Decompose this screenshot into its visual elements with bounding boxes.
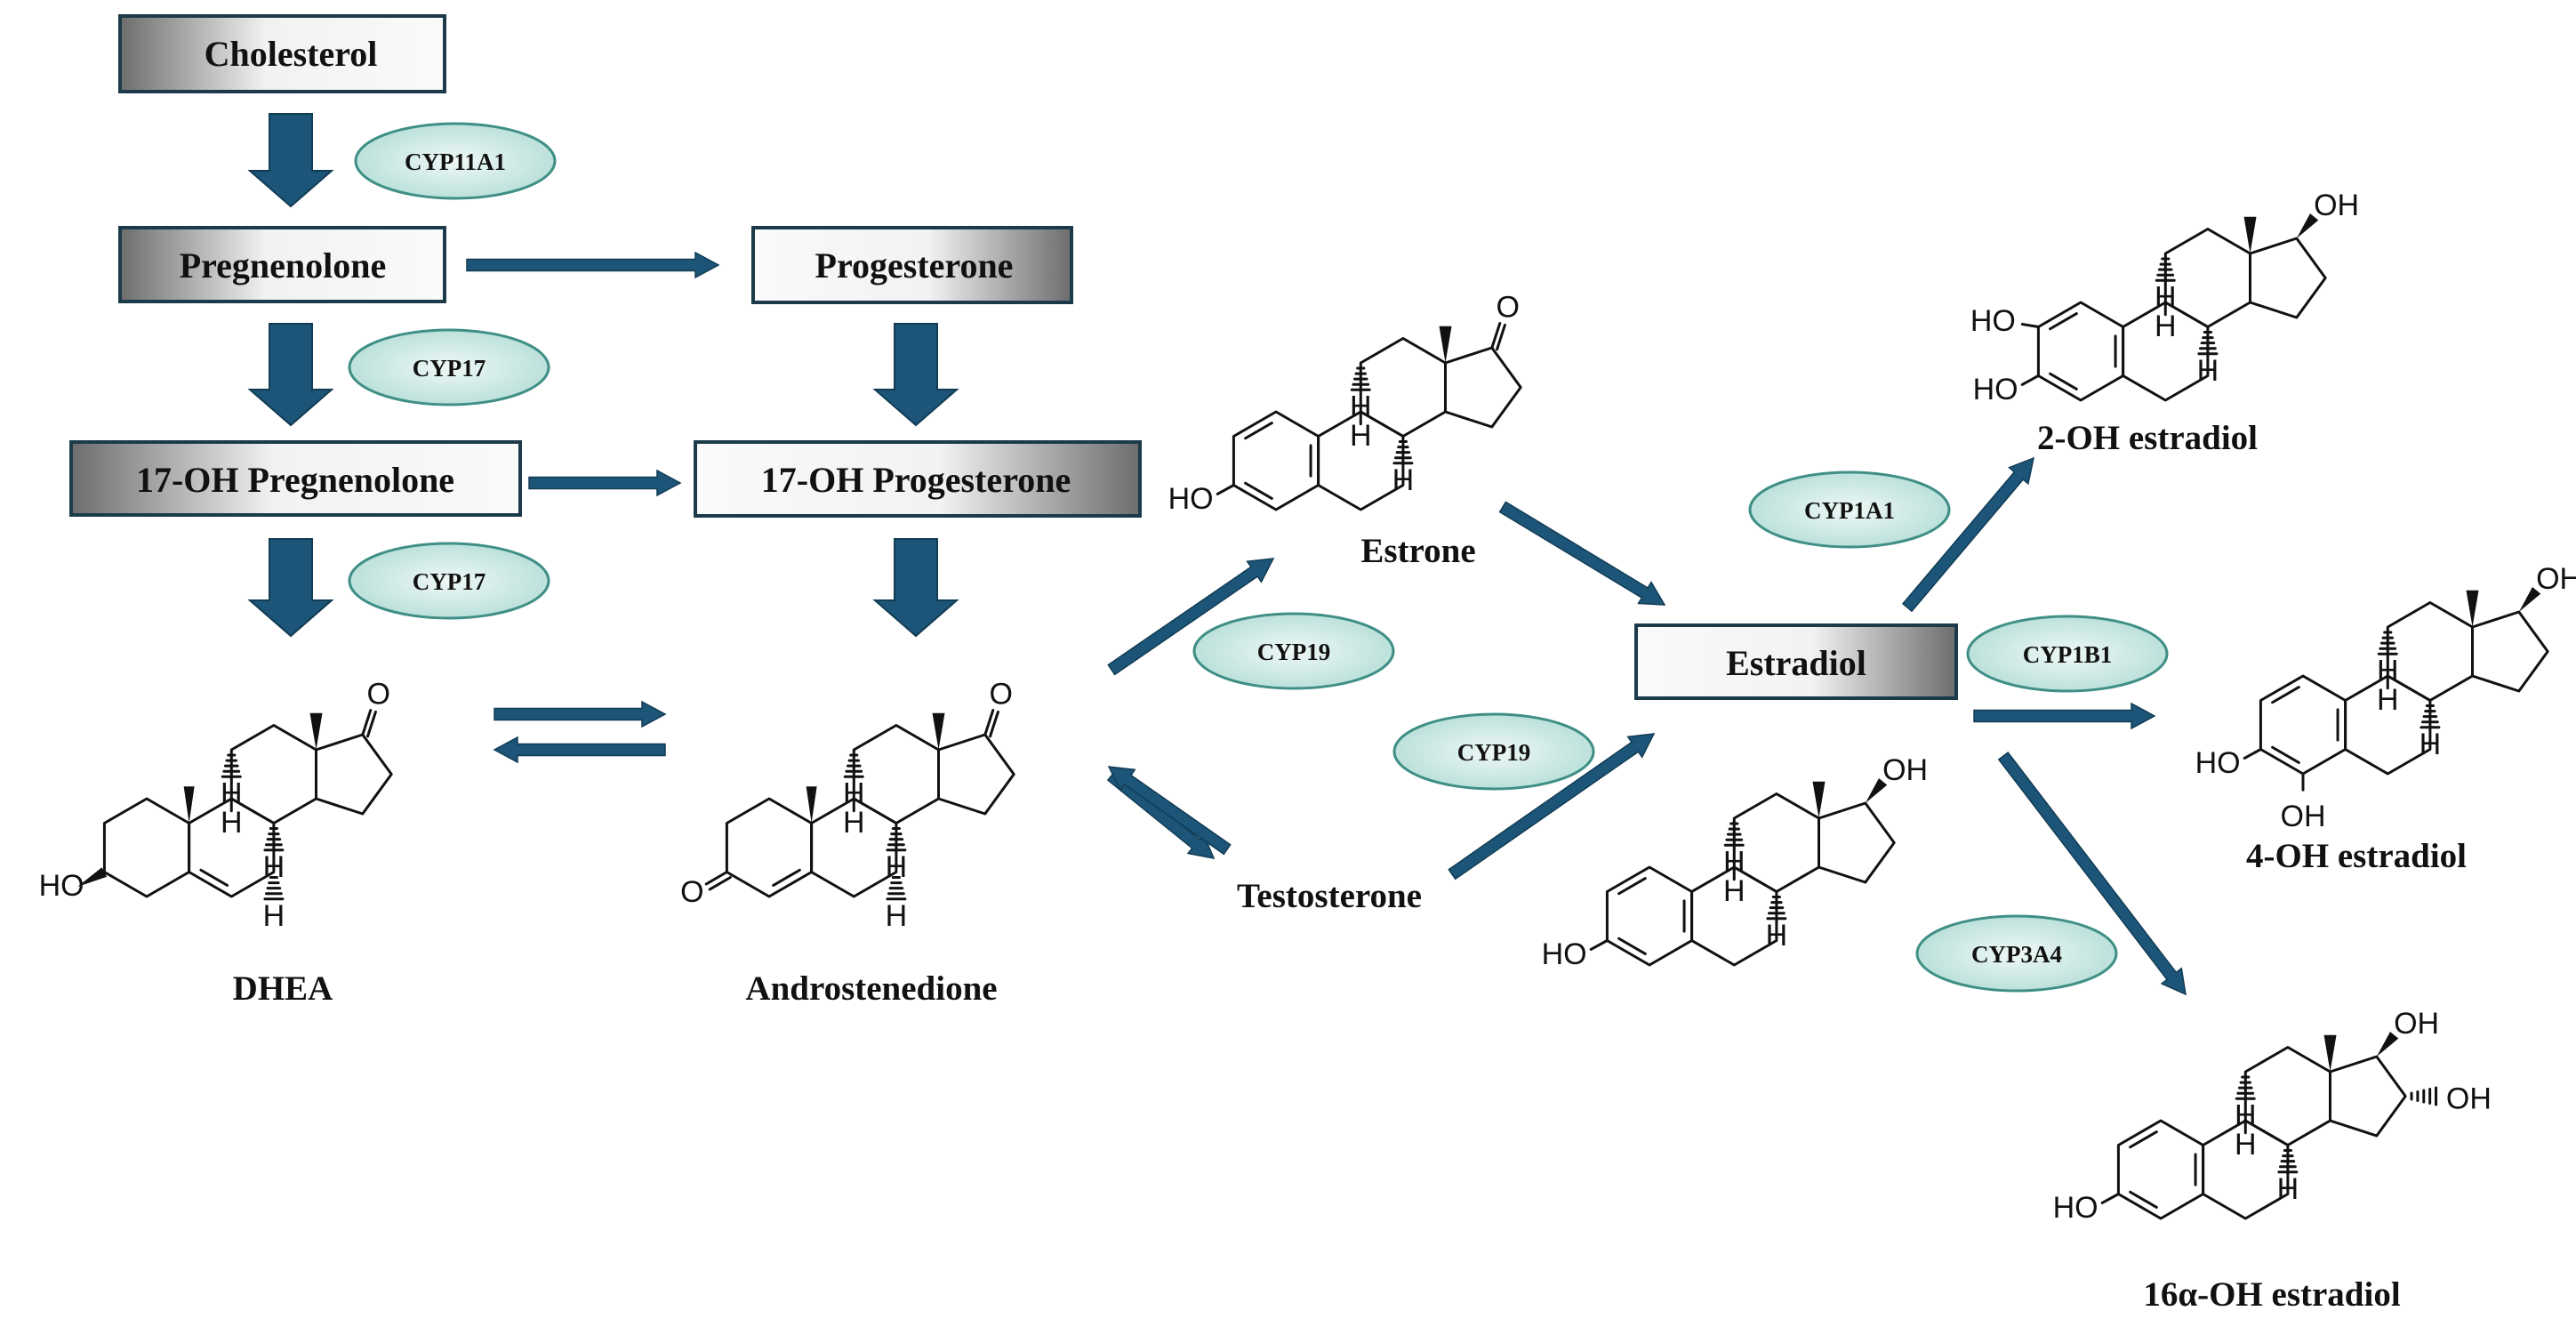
svg-text:OH: OH <box>1882 753 1928 787</box>
caption-16a-oh-estradiol: 16α-OH estradiol <box>2143 1275 2400 1314</box>
arrow-estradiol-to-4oh-estradiol <box>1973 702 2156 730</box>
arrow-pregnenolone-to-17oh-pregnenolone <box>247 323 334 427</box>
enzyme-cyp3a4-label: CYP3A4 <box>1971 941 2062 968</box>
svg-text:OH: OH <box>2536 562 2576 596</box>
svg-text:OH: OH <box>2446 1082 2492 1116</box>
arrow-androstenedione-to-estrone <box>1107 558 1275 676</box>
svg-text:HO: HO <box>1970 304 2016 338</box>
enzyme-cyp19-a: CYP19 <box>1192 612 1395 690</box>
enzyme-cyp19-b: CYP19 <box>1392 712 1595 791</box>
svg-text:H: H <box>1723 874 1745 908</box>
svg-text:OH: OH <box>2314 189 2359 222</box>
17-oh-pregnenolone-box: 17-OH Pregnenolone <box>69 440 522 517</box>
svg-text:OH: OH <box>2394 1007 2439 1041</box>
svg-text:H: H <box>1350 419 1372 453</box>
arrow-dhea-to-androstenedione <box>494 700 667 728</box>
enzyme-cyp17-a: CYP17 <box>348 328 550 406</box>
svg-text:H: H <box>263 899 285 933</box>
estradiol-label: Estradiol <box>1726 643 1866 683</box>
enzyme-cyp17-b: CYP17 <box>348 542 550 620</box>
enzyme-cyp1b1-label: CYP1B1 <box>2023 641 2113 668</box>
svg-text:H: H <box>1766 919 1788 953</box>
arrow-androstenedione-to-dhea <box>493 736 666 764</box>
svg-text:H: H <box>221 806 243 840</box>
enzyme-cyp17-a-label: CYP17 <box>413 355 486 382</box>
cholesterol-box: Cholesterol <box>118 14 446 93</box>
svg-text:HO: HO <box>2195 746 2241 780</box>
svg-text:H: H <box>2377 683 2399 717</box>
svg-text:H: H <box>886 899 908 933</box>
svg-text:HO: HO <box>2053 1191 2099 1225</box>
enzyme-cyp1b1: CYP1B1 <box>1966 615 2169 693</box>
enzyme-cyp11a1: CYP11A1 <box>354 122 557 200</box>
enzyme-cyp1a1: CYP1A1 <box>1748 470 1951 549</box>
arrow-17oh-progesterone-to-androstenedione <box>872 538 959 638</box>
svg-text:HO: HO <box>1168 482 1214 516</box>
pregnenolone-box: Pregnenolone <box>118 226 446 303</box>
enzyme-cyp19-a-label: CYP19 <box>1257 639 1331 665</box>
arrow-estradiol-to-16a-oh-estradiol <box>1997 752 2187 996</box>
svg-text:H: H <box>2197 354 2219 388</box>
17-oh-progesterone-label: 17-OH Progesterone <box>761 460 1071 500</box>
arrow-cholesterol-to-pregnenolone <box>247 113 334 208</box>
svg-text:O: O <box>1497 290 1520 324</box>
caption-dhea: DHEA <box>233 969 333 1008</box>
arrow-17oh-pregnenolone-to-dhea <box>247 538 334 638</box>
arrow-testosterone-to-androstenedione <box>1107 766 1232 856</box>
estradiol-box: Estradiol <box>1634 623 1958 700</box>
caption-2-oh-estradiol: 2-OH estradiol <box>2037 419 2258 457</box>
arrow-progesterone-to-17oh-progesterone <box>872 323 959 427</box>
enzyme-cyp1a1-label: CYP1A1 <box>1804 497 1895 524</box>
arrow-17oh-pregnenolone-to-17oh-progesterone <box>528 469 682 497</box>
svg-text:HO: HO <box>1973 373 2018 406</box>
chemical-structures: HHHHOHOHHHHOOHHHOHOHHHOHHOHHHOHHOHOHHHOH… <box>39 189 2576 1225</box>
svg-text:O: O <box>367 677 390 711</box>
progesterone-box: Progesterone <box>751 226 1073 304</box>
enzyme-cyp11a1-label: CYP11A1 <box>405 149 506 175</box>
svg-text:H: H <box>843 806 865 840</box>
caption-testosterone: Testosterone <box>1237 877 1422 915</box>
svg-text:H: H <box>2155 310 2177 343</box>
caption-4-oh-estradiol: 4-OH estradiol <box>2246 837 2467 875</box>
17-oh-progesterone-box: 17-OH Progesterone <box>694 440 1142 518</box>
svg-text:O: O <box>990 677 1013 711</box>
arrow-pregnenolone-to-progesterone <box>466 251 720 279</box>
enzyme-cyp19-b-label: CYP19 <box>1457 739 1531 766</box>
17-oh-pregnenolone-label: 17-OH Pregnenolone <box>136 460 454 500</box>
cholesterol-label: Cholesterol <box>205 34 378 74</box>
arrow-estrone-to-estradiol <box>1498 501 1666 606</box>
svg-text:OH: OH <box>2281 800 2326 833</box>
pregnenolone-label: Pregnenolone <box>180 245 387 286</box>
enzyme-cyp3a4: CYP3A4 <box>1915 914 2118 993</box>
svg-text:H: H <box>2235 1128 2257 1162</box>
svg-text:HO: HO <box>1542 937 1587 971</box>
enzyme-cyp17-b-label: CYP17 <box>413 568 486 595</box>
pathway-arrows <box>247 113 2187 996</box>
arrow-estradiol-to-2oh-estradiol <box>1901 456 2035 613</box>
arrow-testosterone-to-estradiol <box>1448 733 1656 881</box>
svg-text:H: H <box>2420 728 2442 761</box>
svg-text:O: O <box>680 875 703 909</box>
caption-androstenedione: Androstenedione <box>745 969 997 1008</box>
caption-estrone: Estrone <box>1360 532 1475 570</box>
svg-text:HO: HO <box>39 869 84 903</box>
svg-text:H: H <box>2277 1172 2299 1206</box>
progesterone-label: Progesterone <box>815 245 1014 286</box>
svg-text:H: H <box>1392 463 1415 497</box>
